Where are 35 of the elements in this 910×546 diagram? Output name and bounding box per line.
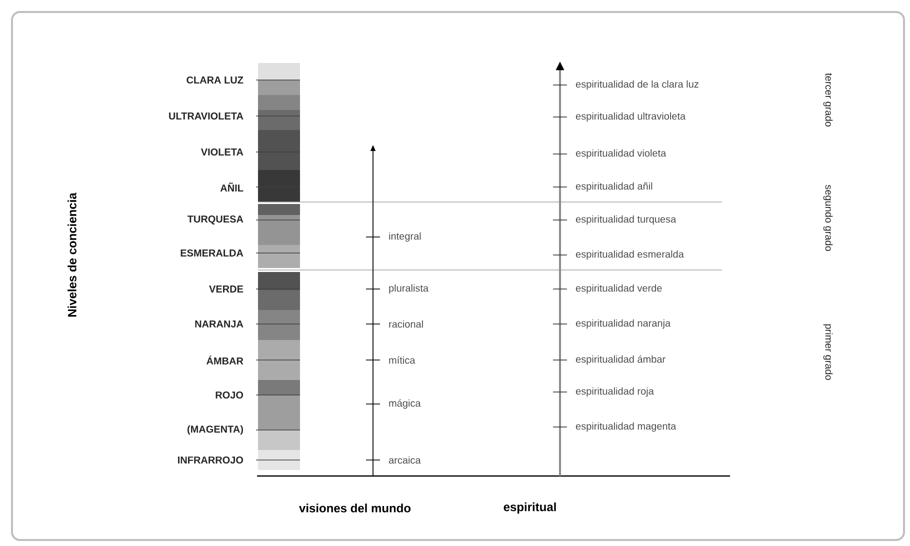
level-label: VIOLETA <box>200 148 244 156</box>
axis-title: espiritual <box>504 502 556 514</box>
worldview-label: arcaica <box>388 456 421 464</box>
spirituality-label: espiritualidad ámbar <box>576 355 666 365</box>
spirituality-label: espiritualidad esmeralda <box>576 250 684 260</box>
level-label: VERDE <box>209 286 244 292</box>
spirituality-label: espiritualidad de la clara luz <box>576 80 698 90</box>
level-label: ULTRAVIOLETA <box>169 112 244 120</box>
grade-label: primer grado <box>823 324 833 380</box>
axis-title: Niveles de conciencia <box>68 192 76 317</box>
worldview-label: mágica <box>389 399 421 409</box>
grade-label: segundo grado <box>823 184 833 251</box>
level-label: AÑIL <box>220 182 244 192</box>
spirituality-label: espiritualidad verde <box>576 284 662 294</box>
worldview-label: pluralista <box>389 284 429 294</box>
spirituality-label: espiritualidad naranja <box>576 319 671 329</box>
level-label: INFRARROJO <box>178 456 244 464</box>
worldview-label: racional <box>389 320 423 328</box>
spirituality-label: espiritualidad roja <box>576 387 654 397</box>
spirituality-label: espiritualidad turquesa <box>576 215 676 225</box>
spirituality-label: espiritualidad magenta <box>576 422 676 432</box>
level-label: NARANJA <box>195 320 244 328</box>
level-label: TURQUESA <box>187 216 244 224</box>
level-label: CLARA LUZ <box>186 76 244 84</box>
level-label: ESMERALDA <box>180 249 244 257</box>
spirituality-label: espiritualidad violeta <box>576 149 666 159</box>
level-label: ROJO <box>216 391 244 399</box>
level-label: ÁMBAR <box>206 356 244 364</box>
spirituality-label: espiritualidad añil <box>576 182 652 192</box>
grade-label: tercer grado <box>823 73 833 127</box>
axis-title: visiones del mundo <box>299 504 411 512</box>
level-label: (MAGENTA) <box>188 425 243 435</box>
worldview-label: integral <box>389 232 421 242</box>
spirituality-label: espiritualidad ultravioleta <box>576 112 686 122</box>
worldview-label: mítica <box>389 356 416 364</box>
